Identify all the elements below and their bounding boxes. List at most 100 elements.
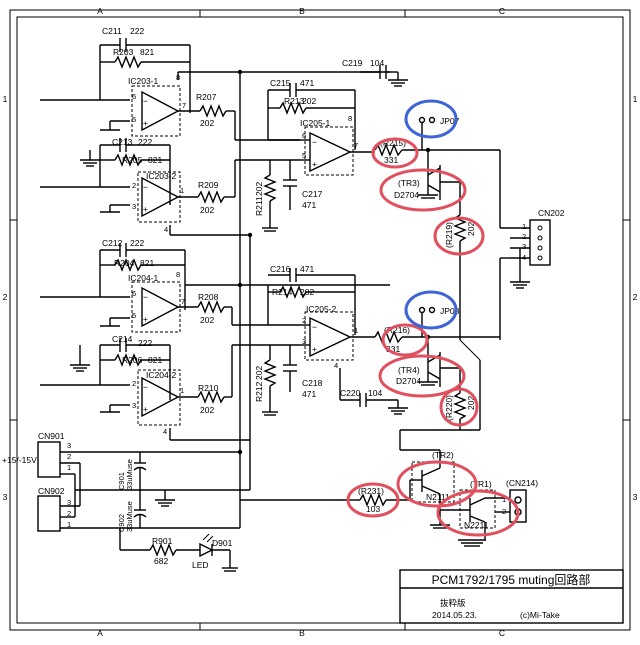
label-c220: C220 — [340, 388, 361, 398]
highlight-r219 — [433, 216, 485, 256]
label-r216: (R216) — [384, 325, 410, 335]
svg-text:−: − — [143, 382, 148, 392]
label-c212: C212 — [102, 238, 123, 248]
svg-text:8: 8 — [176, 270, 180, 279]
svg-text:+: + — [312, 159, 317, 169]
label-r212: R212 — [254, 381, 264, 402]
svg-text:3: 3 — [302, 337, 306, 346]
highlight-annotations — [346, 99, 520, 537]
value-tr1: N2211 — [464, 520, 489, 530]
label-tr2: (TR2) — [432, 450, 454, 460]
label-cn902: CN902 — [38, 486, 65, 496]
label-c901: C901 — [117, 472, 126, 490]
value-r208: 202 — [200, 315, 214, 325]
label-supply: +15/-15V — [2, 455, 37, 465]
value-c217: 471 — [302, 200, 316, 210]
highlight-tr2 — [396, 460, 478, 508]
highlight-r216 — [381, 323, 429, 357]
svg-text:1: 1 — [180, 386, 184, 395]
svg-text:+: + — [312, 344, 317, 354]
label-r211: R211 — [254, 196, 264, 216]
label-r207: R207 — [196, 92, 217, 102]
label-ic204-1: IC204-1 — [128, 273, 159, 283]
value-r203: 821 — [140, 47, 154, 57]
svg-text:−: − — [143, 182, 148, 192]
svg-text:8: 8 — [348, 114, 352, 123]
value-r901: 682 — [154, 556, 168, 566]
label-jp08: JP08 — [440, 306, 460, 316]
value-r209: 202 — [200, 205, 214, 215]
svg-text:2: 2 — [132, 379, 136, 388]
label-ic203-1: IC203-1 — [128, 76, 159, 86]
svg-text:3: 3 — [132, 202, 136, 211]
label-d901: D901 — [212, 538, 233, 548]
grid-labels: A B C A B C 1 2 3 1 2 3 — [3, 6, 638, 638]
value-c220: 104 — [368, 388, 382, 398]
label-r214: R214 — [272, 287, 293, 297]
col-label-c-bottom: C — [499, 628, 505, 638]
title-block: PCM1792/1795 muting回路部 抜粋版 2014.05.23. (… — [399, 569, 624, 624]
value-r220: 202 — [466, 396, 476, 410]
svg-text:4: 4 — [164, 225, 168, 234]
highlight-tr3 — [379, 168, 467, 212]
label-c218: C218 — [302, 378, 323, 388]
value-r231: 103 — [366, 504, 380, 514]
value-r206: 821 — [148, 355, 162, 365]
value-c215: 471 — [300, 78, 314, 88]
svg-text:2: 2 — [302, 316, 306, 325]
label-jp07: JP07 — [440, 116, 460, 126]
col-label-a-top: A — [97, 6, 103, 16]
label-r220: (R220) — [444, 395, 454, 421]
svg-text:2: 2 — [67, 509, 71, 518]
highlight-r215 — [371, 137, 419, 169]
value-r215: 331 — [384, 155, 398, 165]
label-r205: R205 — [122, 155, 143, 165]
value-r212: 202 — [254, 366, 264, 380]
value-c219: 104 — [370, 58, 384, 68]
label-c217: C217 — [302, 189, 323, 199]
value-r214: 202 — [300, 287, 314, 297]
svg-text:−: − — [312, 137, 317, 147]
svg-text:6: 6 — [132, 289, 136, 298]
svg-text:5: 5 — [132, 311, 136, 320]
svg-text:1: 1 — [67, 463, 71, 472]
frame — [9, 9, 631, 631]
col-label-a-bottom: A — [97, 628, 103, 638]
label-tr1: (TR1) — [470, 479, 492, 489]
label-c215: C215 — [270, 78, 291, 88]
svg-text:2: 2 — [522, 232, 526, 241]
svg-text:2: 2 — [67, 452, 71, 461]
row-label-2-right: 2 — [633, 292, 638, 302]
value-tr2: N2111 — [426, 492, 450, 502]
label-c211: C211 — [102, 26, 122, 36]
label-ic205-2: IC205-2 — [306, 304, 337, 314]
svg-text:6: 6 — [302, 131, 306, 140]
value-c214: 222 — [138, 338, 152, 348]
label-r208: R208 — [198, 292, 219, 302]
svg-text:1: 1 — [354, 326, 358, 335]
highlight-tr1 — [436, 489, 520, 537]
value-tr4: D2704 — [396, 376, 421, 386]
row-label-1-right: 1 — [633, 94, 638, 104]
label-tr4: (TR4) — [398, 365, 420, 375]
label-cn214: (CN214) — [506, 478, 538, 488]
date-text: 2014.05.23. — [432, 610, 477, 620]
label-c219: C219 — [342, 58, 363, 68]
svg-text:4: 4 — [163, 427, 167, 436]
svg-text:3: 3 — [522, 242, 526, 251]
title-text: PCM1792/1795 muting回路部 — [432, 572, 591, 587]
svg-text:7: 7 — [354, 141, 358, 150]
label-r231: (R231) — [358, 486, 384, 496]
label-ic203-2: IC203-2 — [146, 171, 177, 181]
highlight-r220 — [439, 387, 479, 427]
highlight-jp08 — [404, 290, 458, 330]
label-ic205-1: IC205-1 — [300, 118, 331, 128]
svg-text:3: 3 — [67, 441, 71, 450]
value-c901: 33uMuse — [125, 459, 134, 490]
value-r216: 331 — [386, 344, 400, 354]
label-r213: R213 — [284, 96, 305, 106]
value-c216: 471 — [300, 264, 314, 274]
row-label-3-left: 3 — [3, 492, 8, 502]
label-r204: R204 — [114, 258, 135, 268]
svg-text:3: 3 — [132, 401, 136, 410]
